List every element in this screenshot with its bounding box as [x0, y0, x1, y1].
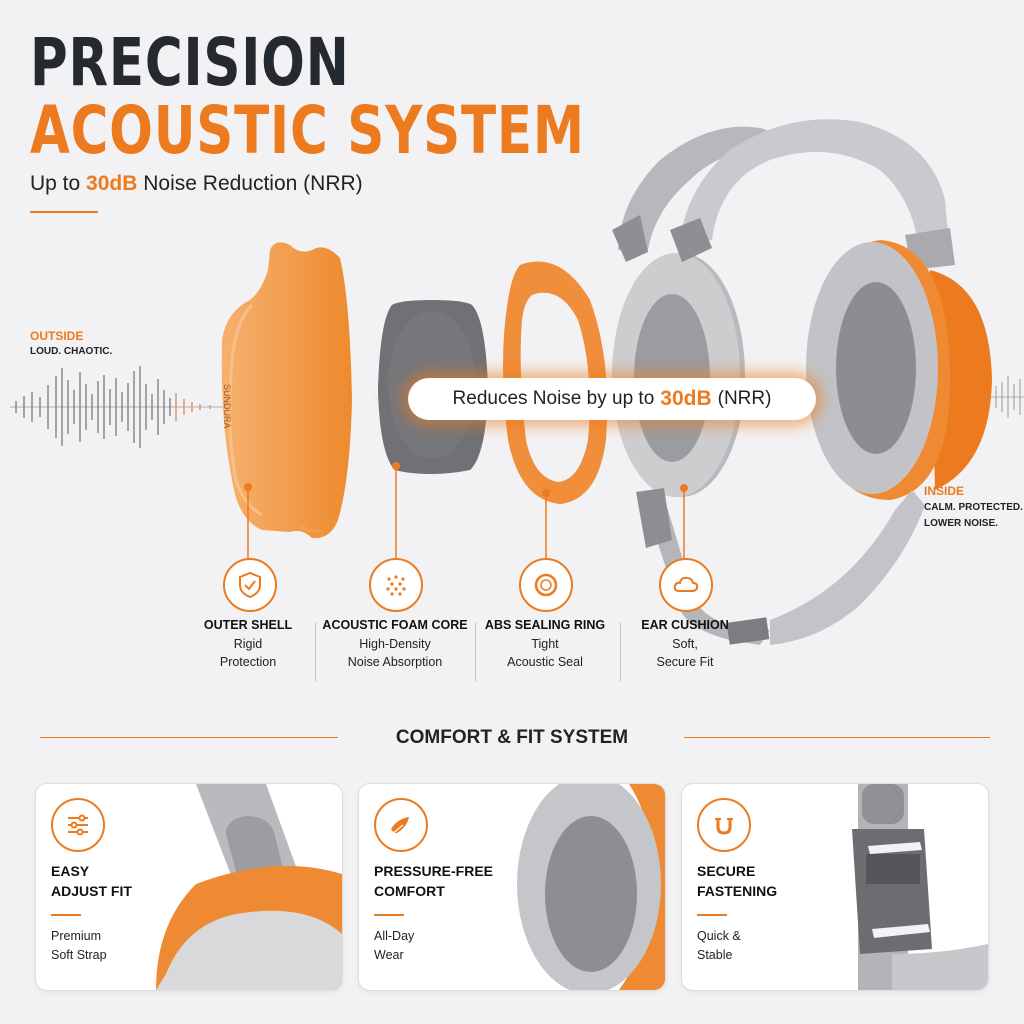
card-desc-1: All-Day: [374, 929, 415, 943]
headband: [612, 119, 955, 270]
card-underline: [374, 914, 404, 916]
chin-strap: [636, 488, 925, 645]
leader-lines: [247, 466, 685, 560]
inside-label: INSIDE: [924, 484, 965, 498]
card-underline: [697, 914, 727, 916]
inside-desc-1: CALM. PROTECTED.: [924, 502, 1023, 513]
card-desc-2: Wear: [374, 948, 404, 962]
title-underline: [30, 211, 98, 213]
card-title-1: SECURE: [697, 863, 756, 879]
divider: [620, 622, 621, 682]
ring-icon: [519, 558, 573, 612]
banner-unit: (NRR): [717, 388, 772, 409]
title-line-1: PRECISION: [30, 24, 350, 101]
heading-rule-right: [684, 737, 990, 738]
card-desc-2: Soft Strap: [51, 948, 107, 962]
magnet-icon: [697, 798, 751, 852]
right-earcup: [806, 240, 992, 500]
feature-card-pressure-free: PRESSURE-FREE COMFORT All-Day Wear: [358, 783, 666, 991]
card-title-2: COMFORT: [374, 883, 445, 899]
banner-value: 30dB: [660, 387, 712, 410]
outside-label: OUTSIDE: [30, 329, 84, 343]
ear-cushion-part: [612, 253, 745, 497]
card-desc-1: Quick &: [697, 929, 741, 943]
foam-dots-icon: [369, 558, 423, 612]
strap-closeup-image: [156, 784, 342, 990]
shell-brand-text: SUNDURA: [222, 384, 232, 429]
component-sealing-ring: ABS SEALING RING Tight Acoustic Seal: [484, 618, 606, 669]
outer-shell-part: SUNDURA: [221, 242, 352, 539]
card-title-2: ADJUST FIT: [51, 883, 132, 899]
outside-desc: LOUD. CHAOTIC.: [30, 346, 113, 357]
outside-sound-wave: [10, 366, 230, 448]
heading-rule-left: [40, 737, 338, 738]
divider: [315, 622, 316, 682]
card-desc-2: Stable: [697, 948, 733, 962]
component-foam-core: ACOUSTIC FOAM CORE High-Density Noise Ab…: [322, 618, 468, 669]
card-desc-1: Premium: [51, 929, 102, 943]
feature-card-secure-fastening: SECURE FASTENING Quick & Stable: [681, 783, 989, 991]
inside-desc-2: LOWER NOISE.: [924, 518, 998, 529]
component-outer-shell: OUTER SHELL Rigid Protection: [203, 618, 293, 669]
sliders-icon: [51, 798, 105, 852]
banner-text: Reduces Noise by up to: [452, 388, 655, 409]
card-title-2: FASTENING: [697, 883, 778, 899]
shield-check-icon: [223, 558, 277, 612]
feather-icon: [374, 798, 428, 852]
card-underline: [51, 914, 81, 916]
card-title-1: PRESSURE-FREE: [374, 863, 494, 879]
cloud-cushion-icon: [659, 558, 713, 612]
buckle-closeup-image: [852, 784, 988, 990]
cushion-closeup-image: [517, 784, 665, 990]
noise-reduction-banner: Reduces Noise by up to 30dB (NRR): [408, 378, 816, 420]
card-title-1: EASY: [51, 863, 90, 879]
divider: [475, 622, 476, 682]
subtitle: Up to 30dB Noise Reduction (NRR): [30, 172, 363, 195]
component-ear-cushion: EAR CUSHION Soft, Secure Fit: [641, 618, 729, 669]
feature-card-adjust-fit: EASY ADJUST FIT Premium Soft Strap: [35, 783, 343, 991]
title-line-2: ACOUSTIC SYSTEM: [30, 92, 585, 169]
comfort-heading: COMFORT & FIT SYSTEM: [395, 727, 629, 748]
